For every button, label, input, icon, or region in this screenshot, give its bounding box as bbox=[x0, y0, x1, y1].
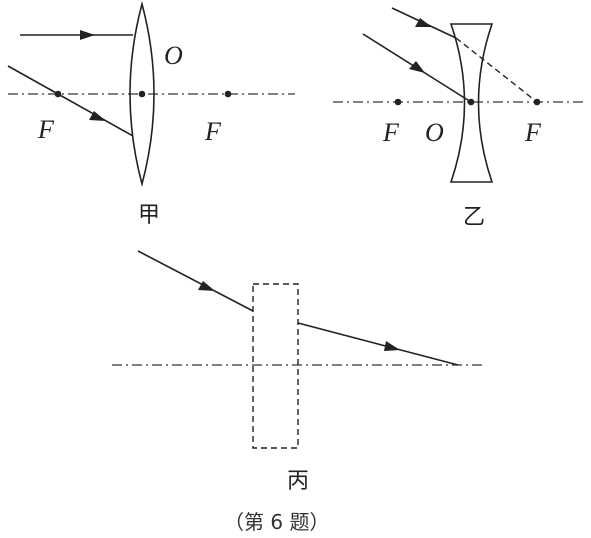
bing-incident-ray bbox=[137, 250, 254, 312]
bing-emergent-ray bbox=[297, 322, 459, 366]
yi-upper-ray-arrow bbox=[415, 18, 432, 27]
jia-caption: 甲 bbox=[138, 203, 160, 228]
yi-left-focus-label: F bbox=[382, 118, 400, 147]
jia-lens-center-label: O bbox=[164, 41, 183, 70]
yi-optical-center-point bbox=[467, 98, 475, 106]
jia-parallel-ray-arrow bbox=[80, 30, 95, 40]
bing-hidden-lens-box bbox=[252, 283, 299, 449]
figure-yi: F O F 乙 bbox=[333, 7, 585, 230]
bing-emergent-ray-arrow bbox=[384, 341, 400, 351]
jia-optical-center-point bbox=[138, 90, 146, 98]
jia-right-focus-label: F bbox=[204, 117, 222, 146]
yi-concave-lens bbox=[449, 23, 494, 183]
yi-right-focus-label: F bbox=[524, 118, 542, 147]
yi-lens-center-label: O bbox=[425, 118, 444, 147]
jia-left-focus-point bbox=[54, 90, 62, 98]
yi-caption: 乙 bbox=[463, 205, 485, 230]
jia-convex-lens bbox=[129, 0, 155, 188]
figure-bing: 丙 bbox=[112, 250, 485, 494]
yi-right-focus-point bbox=[533, 98, 541, 106]
yi-left-focus-point bbox=[394, 98, 402, 106]
yi-dashed-extension bbox=[455, 37, 538, 103]
jia-left-focus-label: F bbox=[37, 115, 55, 144]
bing-caption: 丙 bbox=[287, 469, 309, 494]
figure-jia: O F F 甲 bbox=[7, 0, 295, 228]
yi-center-ray-arrow bbox=[409, 61, 425, 73]
jia-focal-ray bbox=[7, 65, 134, 137]
problem-caption: （第 6 题） bbox=[224, 510, 329, 534]
jia-right-focus-point bbox=[224, 90, 232, 98]
bing-incident-ray-arrow bbox=[198, 281, 215, 291]
jia-focal-ray-arrow bbox=[89, 111, 106, 121]
